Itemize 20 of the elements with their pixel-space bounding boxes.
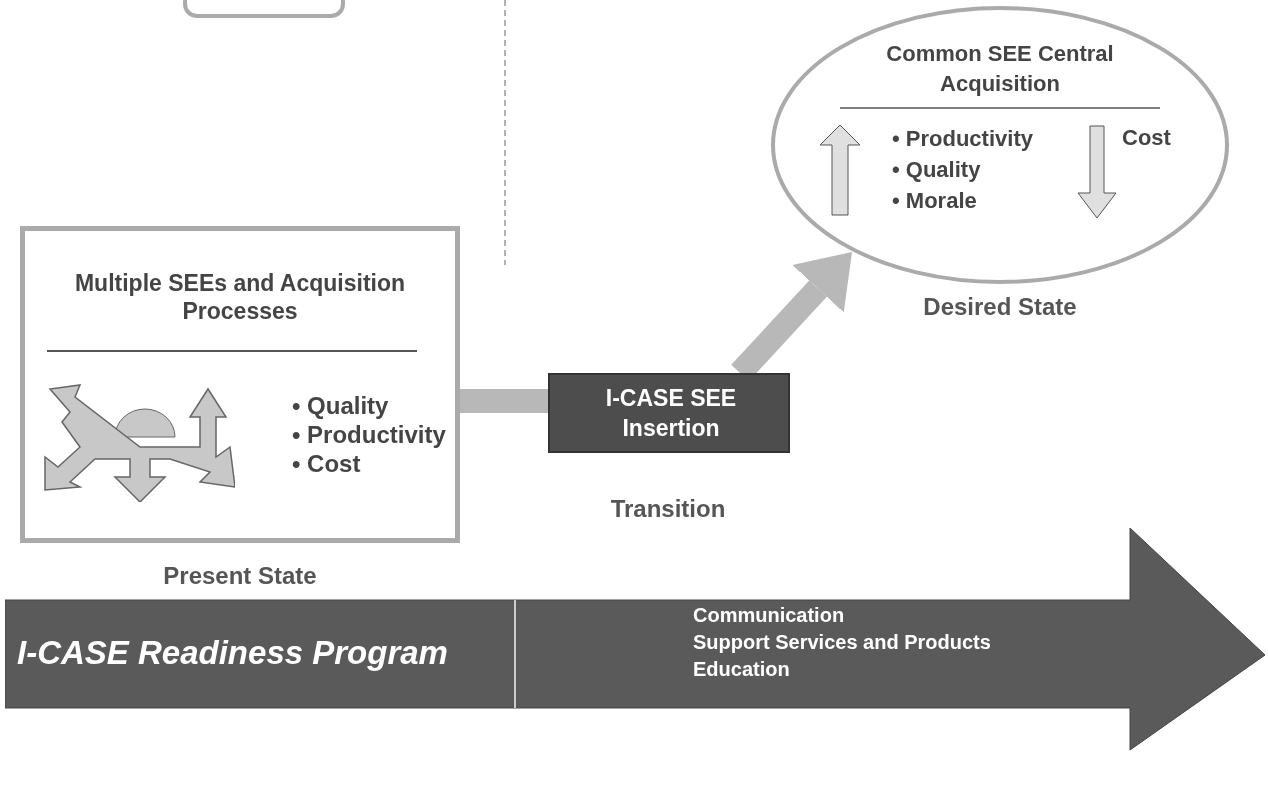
connector-bar (460, 389, 548, 413)
bullet-item: • Productivity (292, 420, 446, 449)
bullet-item: • Quality (892, 156, 982, 184)
bullet-item: • Cost (292, 449, 362, 478)
cost-label: Cost (1122, 125, 1171, 151)
box-label: I-CASE SEE Insertion (604, 384, 738, 443)
bullet-item: • Quality (292, 391, 390, 420)
process-box (548, 373, 790, 453)
program-title: I-CASE Readiness Program (17, 634, 449, 672)
state-caption: Present State (162, 562, 318, 590)
state-panel (20, 226, 460, 543)
program-item: Education (693, 657, 790, 682)
bullet-item: • Morale (892, 187, 978, 215)
panel-heading: Multiple SEEs and Acquisition Processes (73, 269, 407, 325)
program-item: Communication (693, 603, 845, 628)
program-item: Support Services and Products (693, 630, 991, 655)
ellipse-heading: Common SEE Central Acquisition (885, 40, 1115, 98)
state-caption: Desired State (922, 293, 1078, 321)
state-caption: Transition (609, 495, 727, 523)
bullet-item: • Productivity (892, 125, 1033, 153)
